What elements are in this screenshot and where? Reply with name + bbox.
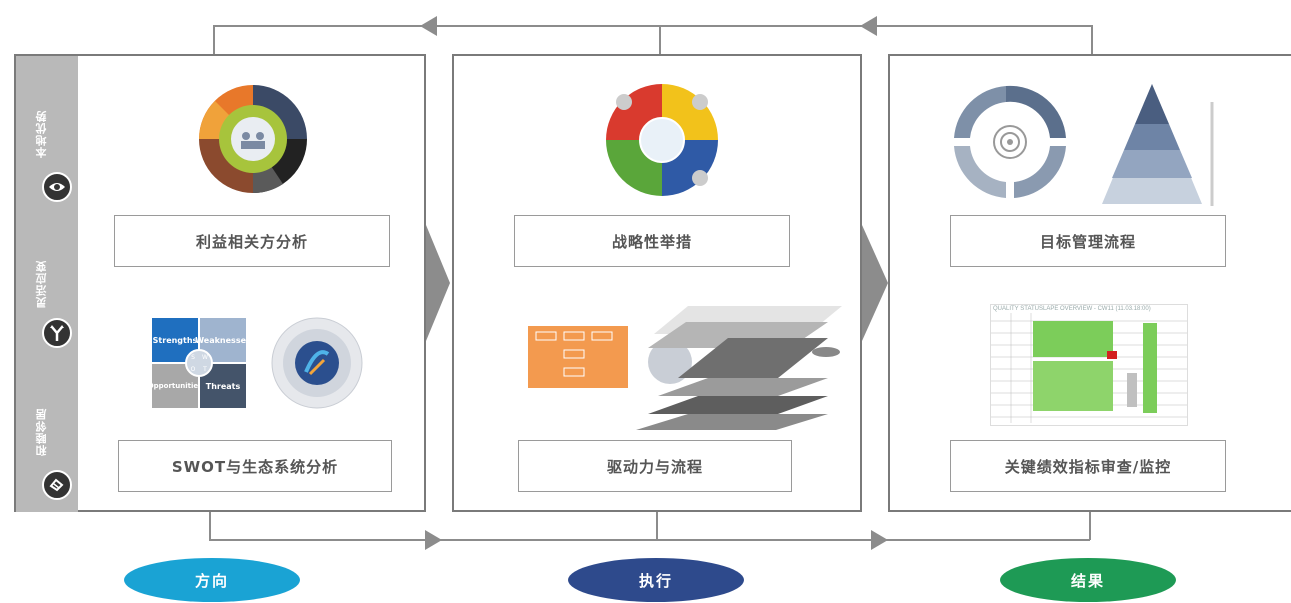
kpi-review-box: 关键绩效指标审查/监控 bbox=[950, 440, 1226, 492]
swot-o: O bbox=[190, 365, 196, 373]
sidebar-label-flexible: 灵活应变 bbox=[35, 260, 48, 308]
arrow-right-bottom-2 bbox=[871, 530, 888, 550]
arrow-right-bottom-1 bbox=[425, 530, 442, 550]
ecosystem-image bbox=[271, 317, 363, 409]
direction-oval: 方向 bbox=[124, 558, 300, 602]
swot-w: W bbox=[202, 353, 208, 361]
value-chain-image bbox=[528, 306, 842, 430]
chevron-2 bbox=[862, 225, 888, 341]
arrow-left-top-1 bbox=[420, 16, 437, 36]
target-cycle-image bbox=[954, 85, 1066, 198]
strategy-wheel-image bbox=[606, 84, 718, 196]
arrow-left-top-2 bbox=[860, 16, 877, 36]
execution-oval: 执行 bbox=[568, 558, 744, 602]
handshake-icon bbox=[42, 470, 72, 500]
swot-t: T bbox=[203, 365, 207, 373]
drivers-processes-box: 驱动力与流程 bbox=[518, 440, 792, 492]
stakeholder-analysis-box: 利益相关方分析 bbox=[114, 215, 390, 267]
eye-icon bbox=[42, 172, 72, 202]
sidebar-label-local: 本地优势 bbox=[35, 110, 48, 158]
strategic-initiatives-box: 战略性举措 bbox=[514, 215, 790, 267]
pyramid-image bbox=[1102, 84, 1214, 206]
kpi-table-image: QUALITY STATUSLAPE OVERVIEW - CW11 (11.0… bbox=[990, 304, 1188, 426]
kpi-table-title: QUALITY STATUSLAPE OVERVIEW - CW11 (11.0… bbox=[993, 306, 1151, 312]
swot-image: Strengths Weaknesses Opportunities Threa… bbox=[148, 318, 251, 410]
chevron-1 bbox=[426, 225, 450, 341]
swot-center: S W O T bbox=[185, 349, 213, 377]
swot-ecosystem-box: SWOT与生态系统分析 bbox=[118, 440, 392, 492]
split-arrows-icon bbox=[42, 318, 72, 348]
target-management-box: 目标管理流程 bbox=[950, 215, 1226, 267]
sidebar bbox=[16, 56, 78, 512]
stakeholder-wheel-image bbox=[199, 85, 307, 194]
swot-s: S bbox=[191, 353, 195, 361]
sidebar-label-neighbor: 和睦邻居 bbox=[35, 408, 48, 456]
results-oval: 结果 bbox=[1000, 558, 1176, 602]
